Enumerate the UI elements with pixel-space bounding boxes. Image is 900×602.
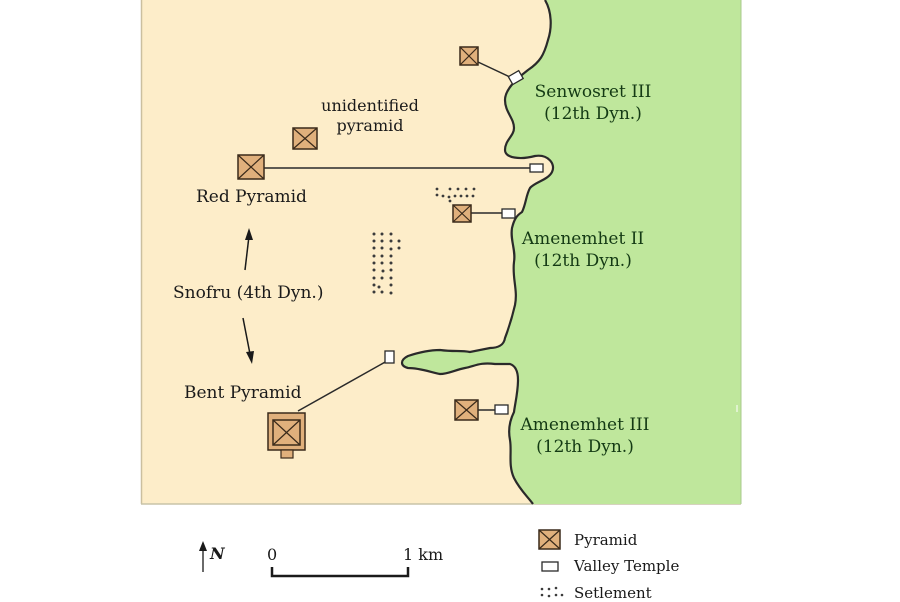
label-unidentified-line1: unidentified [321, 96, 419, 115]
label-red-pyramid: Red Pyramid [196, 187, 307, 207]
cultivation-area [402, 0, 741, 504]
label-senwosret-line2: (12th Dyn.) [544, 104, 642, 124]
label-amenemhet2-line2: (12th Dyn.) [534, 251, 632, 271]
pyramid-icon-senwosret [459, 46, 479, 66]
arrow-down-icon [242, 317, 254, 364]
causeway-senwosret [477, 61, 513, 79]
label-amenemhet2-line1: Amenemhet II [521, 229, 645, 249]
pyramid-icon-bent [267, 412, 306, 459]
label-bent-pyramid: Bent Pyramid [184, 383, 302, 403]
label-snofru: Snofru (4th Dyn.) [173, 283, 324, 303]
valley-temple-icon-amenemhet3 [494, 404, 509, 415]
label-unidentified-line2: pyramid [336, 116, 404, 135]
label-amenemhet3-line1: Amenemhet III [520, 415, 650, 435]
settlement-dots-north [435, 187, 476, 203]
valley-temple-icon-amenemhet2 [501, 208, 516, 219]
valley-temple-icon-bent [384, 350, 395, 364]
pyramid-icon-unidentified [292, 127, 318, 150]
legend-pyramid-label: Pyramid [574, 531, 638, 549]
valley-temple-icon-red [529, 163, 544, 173]
settlement-dots-central [372, 232, 401, 295]
legend-settlement-icon [540, 586, 564, 598]
legend-pyramid-icon [538, 529, 561, 550]
pyramid-icon-red [237, 154, 265, 180]
causeway-bent-pyramid [297, 360, 388, 412]
label-senwosret-line1: Senwosret III [534, 82, 652, 102]
label-amenemhet2: Amenemhet II (12th Dyn.) [518, 228, 648, 272]
scale-start-label: 0 [267, 545, 278, 564]
arrow-up-icon [244, 228, 253, 271]
pyramid-icon-amenemhet3 [454, 399, 479, 421]
label-senwosret: Senwosret III (12th Dyn.) [528, 81, 658, 125]
valley-temple-icon-senwosret [507, 69, 525, 86]
label-amenemhet3-line2: (12th Dyn.) [536, 437, 634, 457]
north-label: N [210, 544, 225, 563]
pyramid-icon-amenemhet2 [452, 204, 472, 223]
scale-bar [270, 567, 410, 578]
legend-settlement-label: Setlement [574, 584, 652, 602]
scale-end-label: 1 km [403, 545, 444, 564]
legend-valley-temple-label: Valley Temple [574, 557, 680, 575]
label-unidentified-pyramid: unidentified pyramid [318, 96, 422, 136]
north-arrow-icon [199, 541, 207, 572]
label-amenemhet3: Amenemhet III (12th Dyn.) [517, 414, 653, 458]
coastline [400, 0, 555, 505]
legend-valley-temple-icon [541, 561, 559, 572]
